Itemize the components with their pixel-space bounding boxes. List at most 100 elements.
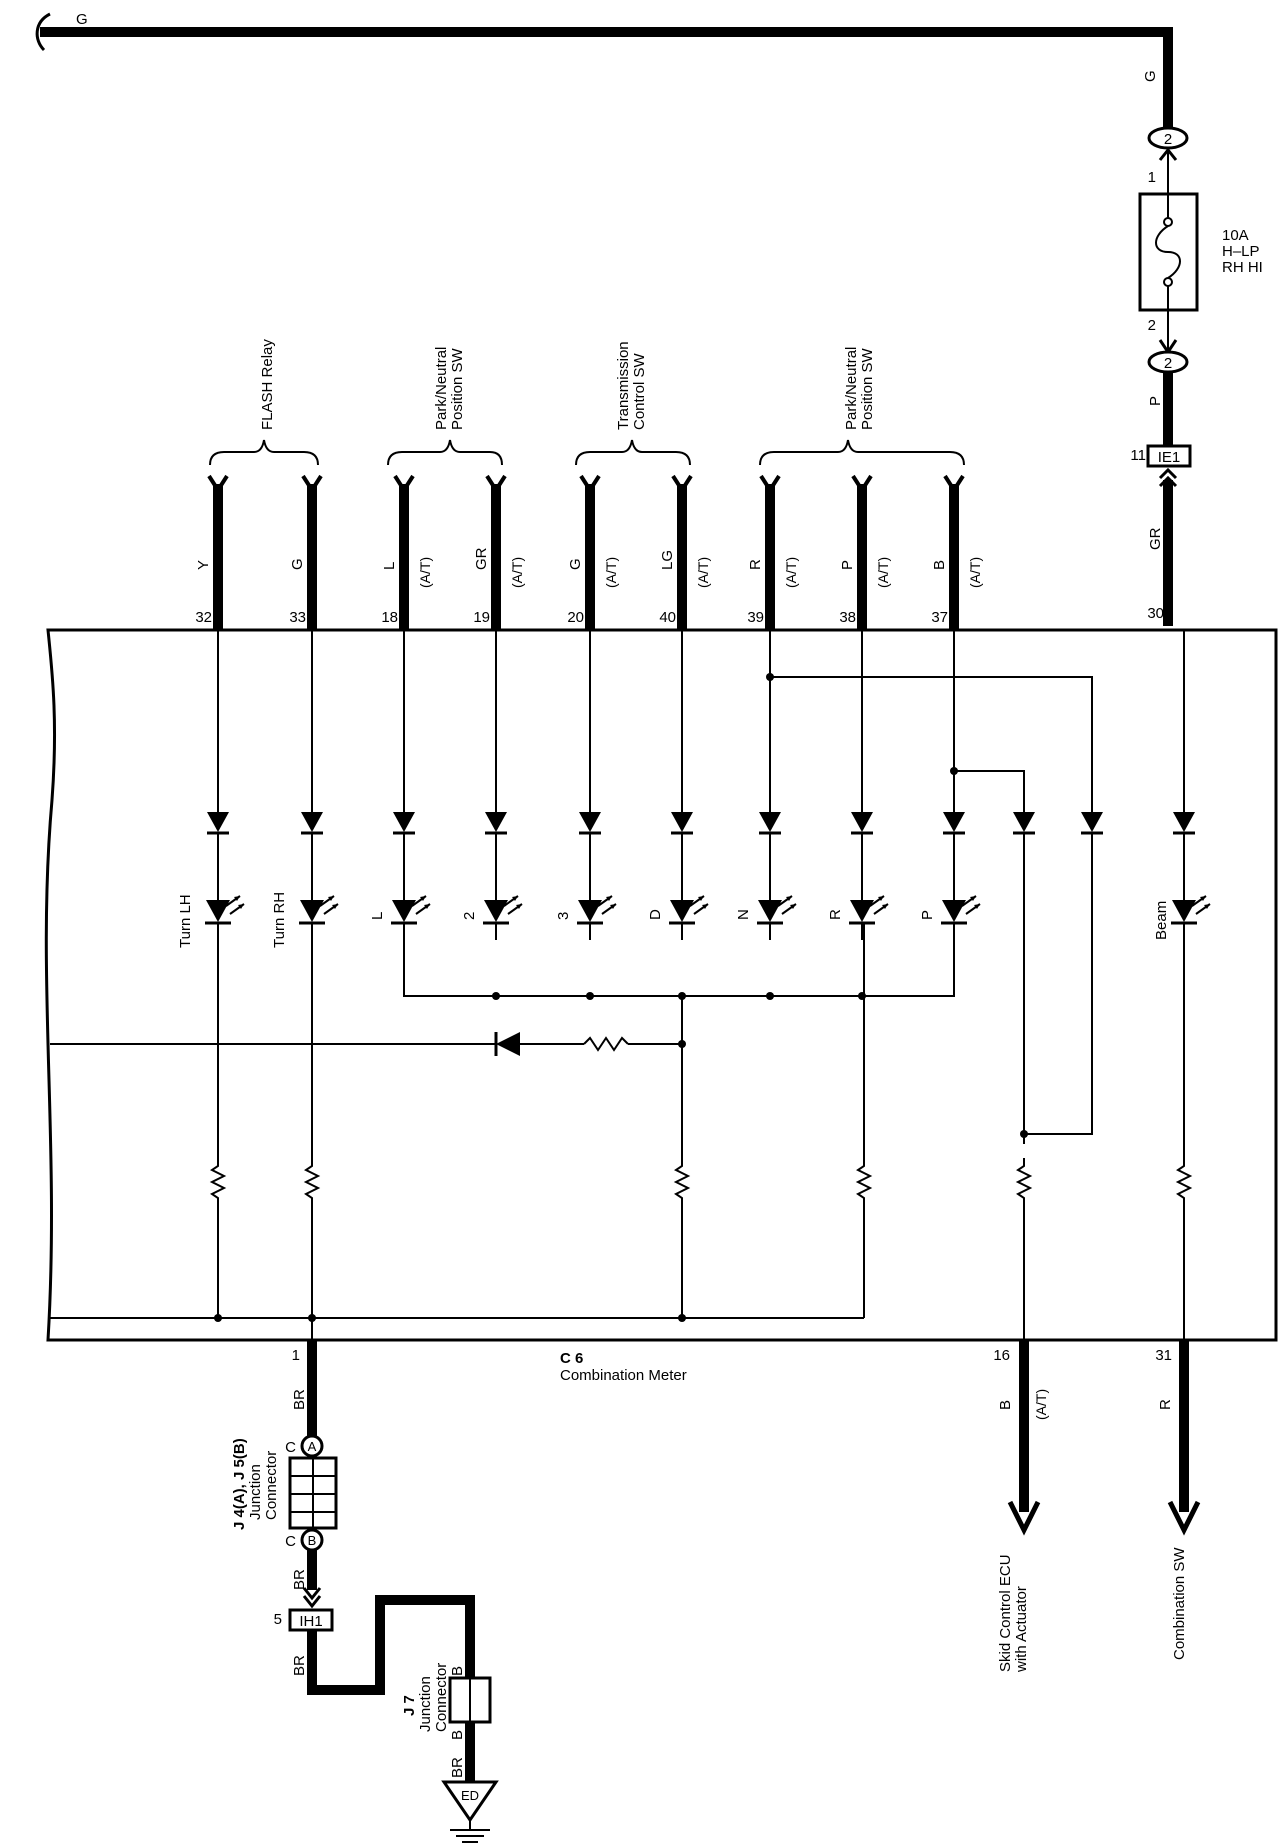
input-1: G33 (289, 474, 323, 630)
lamp-circuit-0: Turn LH (177, 630, 246, 1318)
lamp-circuit-5: D (647, 630, 710, 1318)
input-4: G(A/T)20 (567, 474, 619, 630)
input-pin: 32 (195, 609, 212, 626)
lamp-circuit-4: 3 (555, 630, 618, 940)
input-arrow-icon (671, 474, 693, 494)
input-note: (A/T) (695, 557, 711, 588)
input-color: P (839, 560, 856, 570)
svg-text:Transmission: Transmission (615, 341, 632, 430)
diode-icon (205, 810, 231, 835)
svg-text:30: 30 (1147, 605, 1164, 622)
lamp-circuit-2: L (369, 630, 432, 940)
input-pin: 20 (567, 609, 584, 626)
resistor-icon (211, 1157, 225, 1207)
svg-text:Junction: Junction (247, 1464, 264, 1520)
lamp-circuit-1: Turn RH (271, 630, 340, 1318)
input-pin: 37 (931, 609, 948, 626)
lamp-circuit-7: R (827, 630, 890, 1207)
svg-text:BR: BR (449, 1757, 466, 1778)
diode-beam-icon (1171, 810, 1197, 835)
indicator-lamp-icon (667, 894, 710, 925)
svg-text:Connector: Connector (263, 1451, 280, 1520)
diode-icon (849, 810, 875, 835)
svg-text:B: B (449, 1666, 466, 1676)
combination-sw-label: Combination SW (1171, 1547, 1188, 1660)
input-pin: 33 (289, 609, 306, 626)
resistor-horizontal-icon (583, 1036, 629, 1052)
svg-text:2: 2 (1164, 355, 1172, 372)
input-pin: 19 (473, 609, 490, 626)
diode-icon (483, 810, 509, 835)
input-arrow-icon (943, 474, 965, 494)
lamp-label: Turn RH (271, 892, 288, 948)
input-color: L (381, 562, 398, 570)
input-arrow-icon (579, 474, 601, 494)
svg-text:1: 1 (292, 1347, 300, 1364)
svg-text:R: R (1157, 1399, 1174, 1410)
diode-horizontal-icon (496, 1032, 520, 1056)
svg-text:Park/Neutral: Park/Neutral (843, 347, 860, 430)
input-0: Y 32 (195, 474, 229, 630)
diode-neutral-icon (1079, 810, 1105, 835)
resistor-icon (857, 1157, 871, 1207)
svg-text:BR: BR (291, 1389, 308, 1410)
junction-connector-a (300, 1434, 324, 1458)
svg-text:IE1: IE1 (1158, 449, 1181, 466)
input-8: B(A/T)37 (931, 474, 983, 630)
lamp-label: R (827, 909, 844, 920)
input-note: (A/T) (417, 557, 433, 588)
svg-text:Control SW: Control SW (631, 352, 648, 430)
indicator-lamp-icon (481, 894, 524, 925)
input-arrow-icon (485, 474, 507, 494)
input-arrow-icon (393, 474, 415, 494)
diode-icon (757, 810, 783, 835)
input-arrow-icon (207, 474, 229, 494)
resistor-icon (305, 1157, 319, 1207)
svg-text:Position SW: Position SW (859, 347, 876, 430)
diode-skid-icon (1011, 810, 1037, 835)
svg-text:ED: ED (461, 1788, 479, 1803)
skid-ecu-label: Skid Control ECU (997, 1554, 1014, 1672)
svg-text:5: 5 (274, 1611, 282, 1628)
indicator-lamp-icon (203, 894, 246, 925)
svg-text:BR: BR (291, 1655, 308, 1676)
svg-text:J 7: J 7 (401, 1695, 418, 1716)
fuse-wire-in-color: G (1142, 70, 1159, 82)
lamp-circuit-8: P (919, 630, 982, 940)
input-arrow-icon (851, 474, 873, 494)
diode-icon (941, 810, 967, 835)
svg-text:B: B (997, 1400, 1014, 1410)
input-pin: 39 (747, 609, 764, 626)
svg-text:(A/T): (A/T) (1033, 1389, 1049, 1420)
beam-indicator-icon (1169, 894, 1212, 925)
svg-text:2: 2 (1164, 131, 1172, 148)
input-arrow-icon (759, 474, 781, 494)
indicator-lamp-icon (389, 894, 432, 925)
indicator-lamp-icon (575, 894, 618, 925)
svg-text:Position SW: Position SW (449, 347, 466, 430)
input-color: GR (473, 547, 490, 570)
svg-text:C: C (285, 1439, 296, 1456)
input-7: P(A/T)38 (839, 474, 891, 630)
lamp-beam-label: Beam (1153, 901, 1170, 940)
input-note: (A/T) (967, 557, 983, 588)
input-note: (A/T) (875, 557, 891, 588)
input-5: LG(A/T)40 (659, 474, 711, 630)
input-3: GR(A/T)19 (473, 474, 525, 630)
skid-output: 16 B (A/T) Skid Control ECU with Actuato… (993, 1340, 1049, 1673)
meter-name: Combination Meter (560, 1367, 687, 1384)
combination-meter: C 6 Combination Meter (44, 628, 1278, 1384)
input-2: L (A/T) 18 (381, 474, 433, 630)
input-pin: 18 (381, 609, 398, 626)
indicator-lamp-icon (297, 894, 340, 925)
input-color: Y (195, 560, 212, 570)
svg-text:2: 2 (1148, 317, 1156, 334)
resistor-icon (675, 1157, 689, 1207)
meter-code: C 6 (560, 1350, 583, 1367)
group-transmission-control: Transmission Control SW (575, 341, 691, 466)
svg-text:IH1: IH1 (299, 1613, 322, 1630)
input-note: (A/T) (783, 557, 799, 588)
internal-bus-wiring: Beam (50, 630, 1212, 1340)
